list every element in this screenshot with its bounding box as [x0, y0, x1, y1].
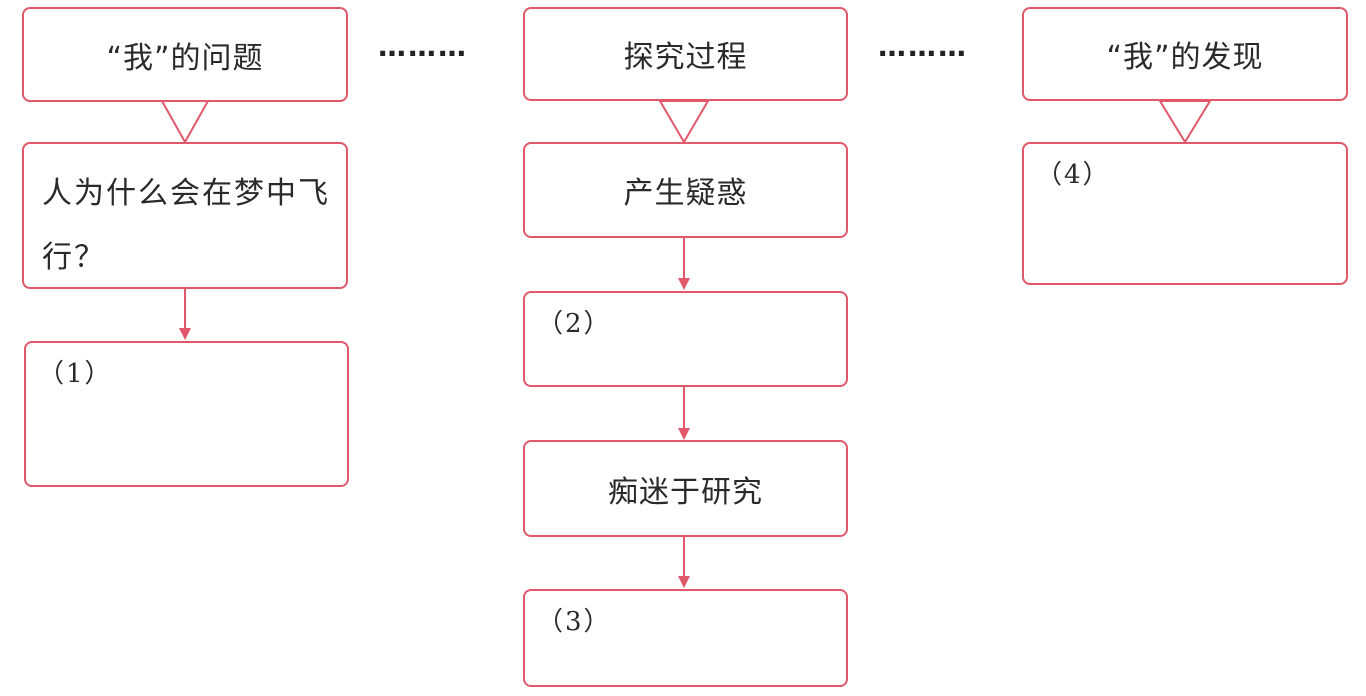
step-box-3: 痴迷于研究: [523, 440, 848, 537]
header-process: 探究过程: [523, 7, 848, 101]
header-my-discovery: “我”的发现: [1022, 7, 1348, 101]
step-label-3: 痴迷于研究: [608, 474, 763, 510]
answer-box-1[interactable]: （1）: [24, 341, 349, 487]
answer-box-3[interactable]: （3）: [523, 589, 848, 687]
header-pointer-right: [1158, 100, 1212, 144]
separator-dots-1: ………: [378, 30, 468, 63]
answer-label-3: （3）: [537, 607, 612, 637]
question-box: 人为什么会在梦中飞行？: [22, 142, 348, 289]
arrow-middle-2: [678, 387, 690, 440]
answer-label-4: （4）: [1036, 160, 1111, 190]
header-process-label: 探究过程: [623, 40, 748, 75]
arrow-middle-1: [678, 238, 690, 290]
arrow-middle-3: [678, 537, 690, 588]
header-my-question: “我”的问题: [22, 7, 348, 102]
answer-label-2: （2）: [537, 309, 612, 339]
step-box-1: 产生疑惑: [523, 142, 848, 238]
step-label-1: 产生疑惑: [623, 176, 748, 211]
answer-label-1: （1）: [38, 359, 113, 389]
answer-box-2[interactable]: （2）: [523, 291, 848, 387]
header-pointer-left: [160, 100, 210, 145]
header-my-discovery-label: “我”的发现: [1106, 40, 1264, 75]
arrow-left-1: [179, 288, 191, 340]
answer-box-4[interactable]: （4）: [1022, 142, 1348, 285]
separator-dots-2: ………: [878, 30, 968, 63]
header-my-question-label: “我”的问题: [106, 40, 264, 76]
question-text: 人为什么会在梦中飞行？: [42, 176, 330, 275]
header-pointer-middle: [658, 100, 710, 144]
